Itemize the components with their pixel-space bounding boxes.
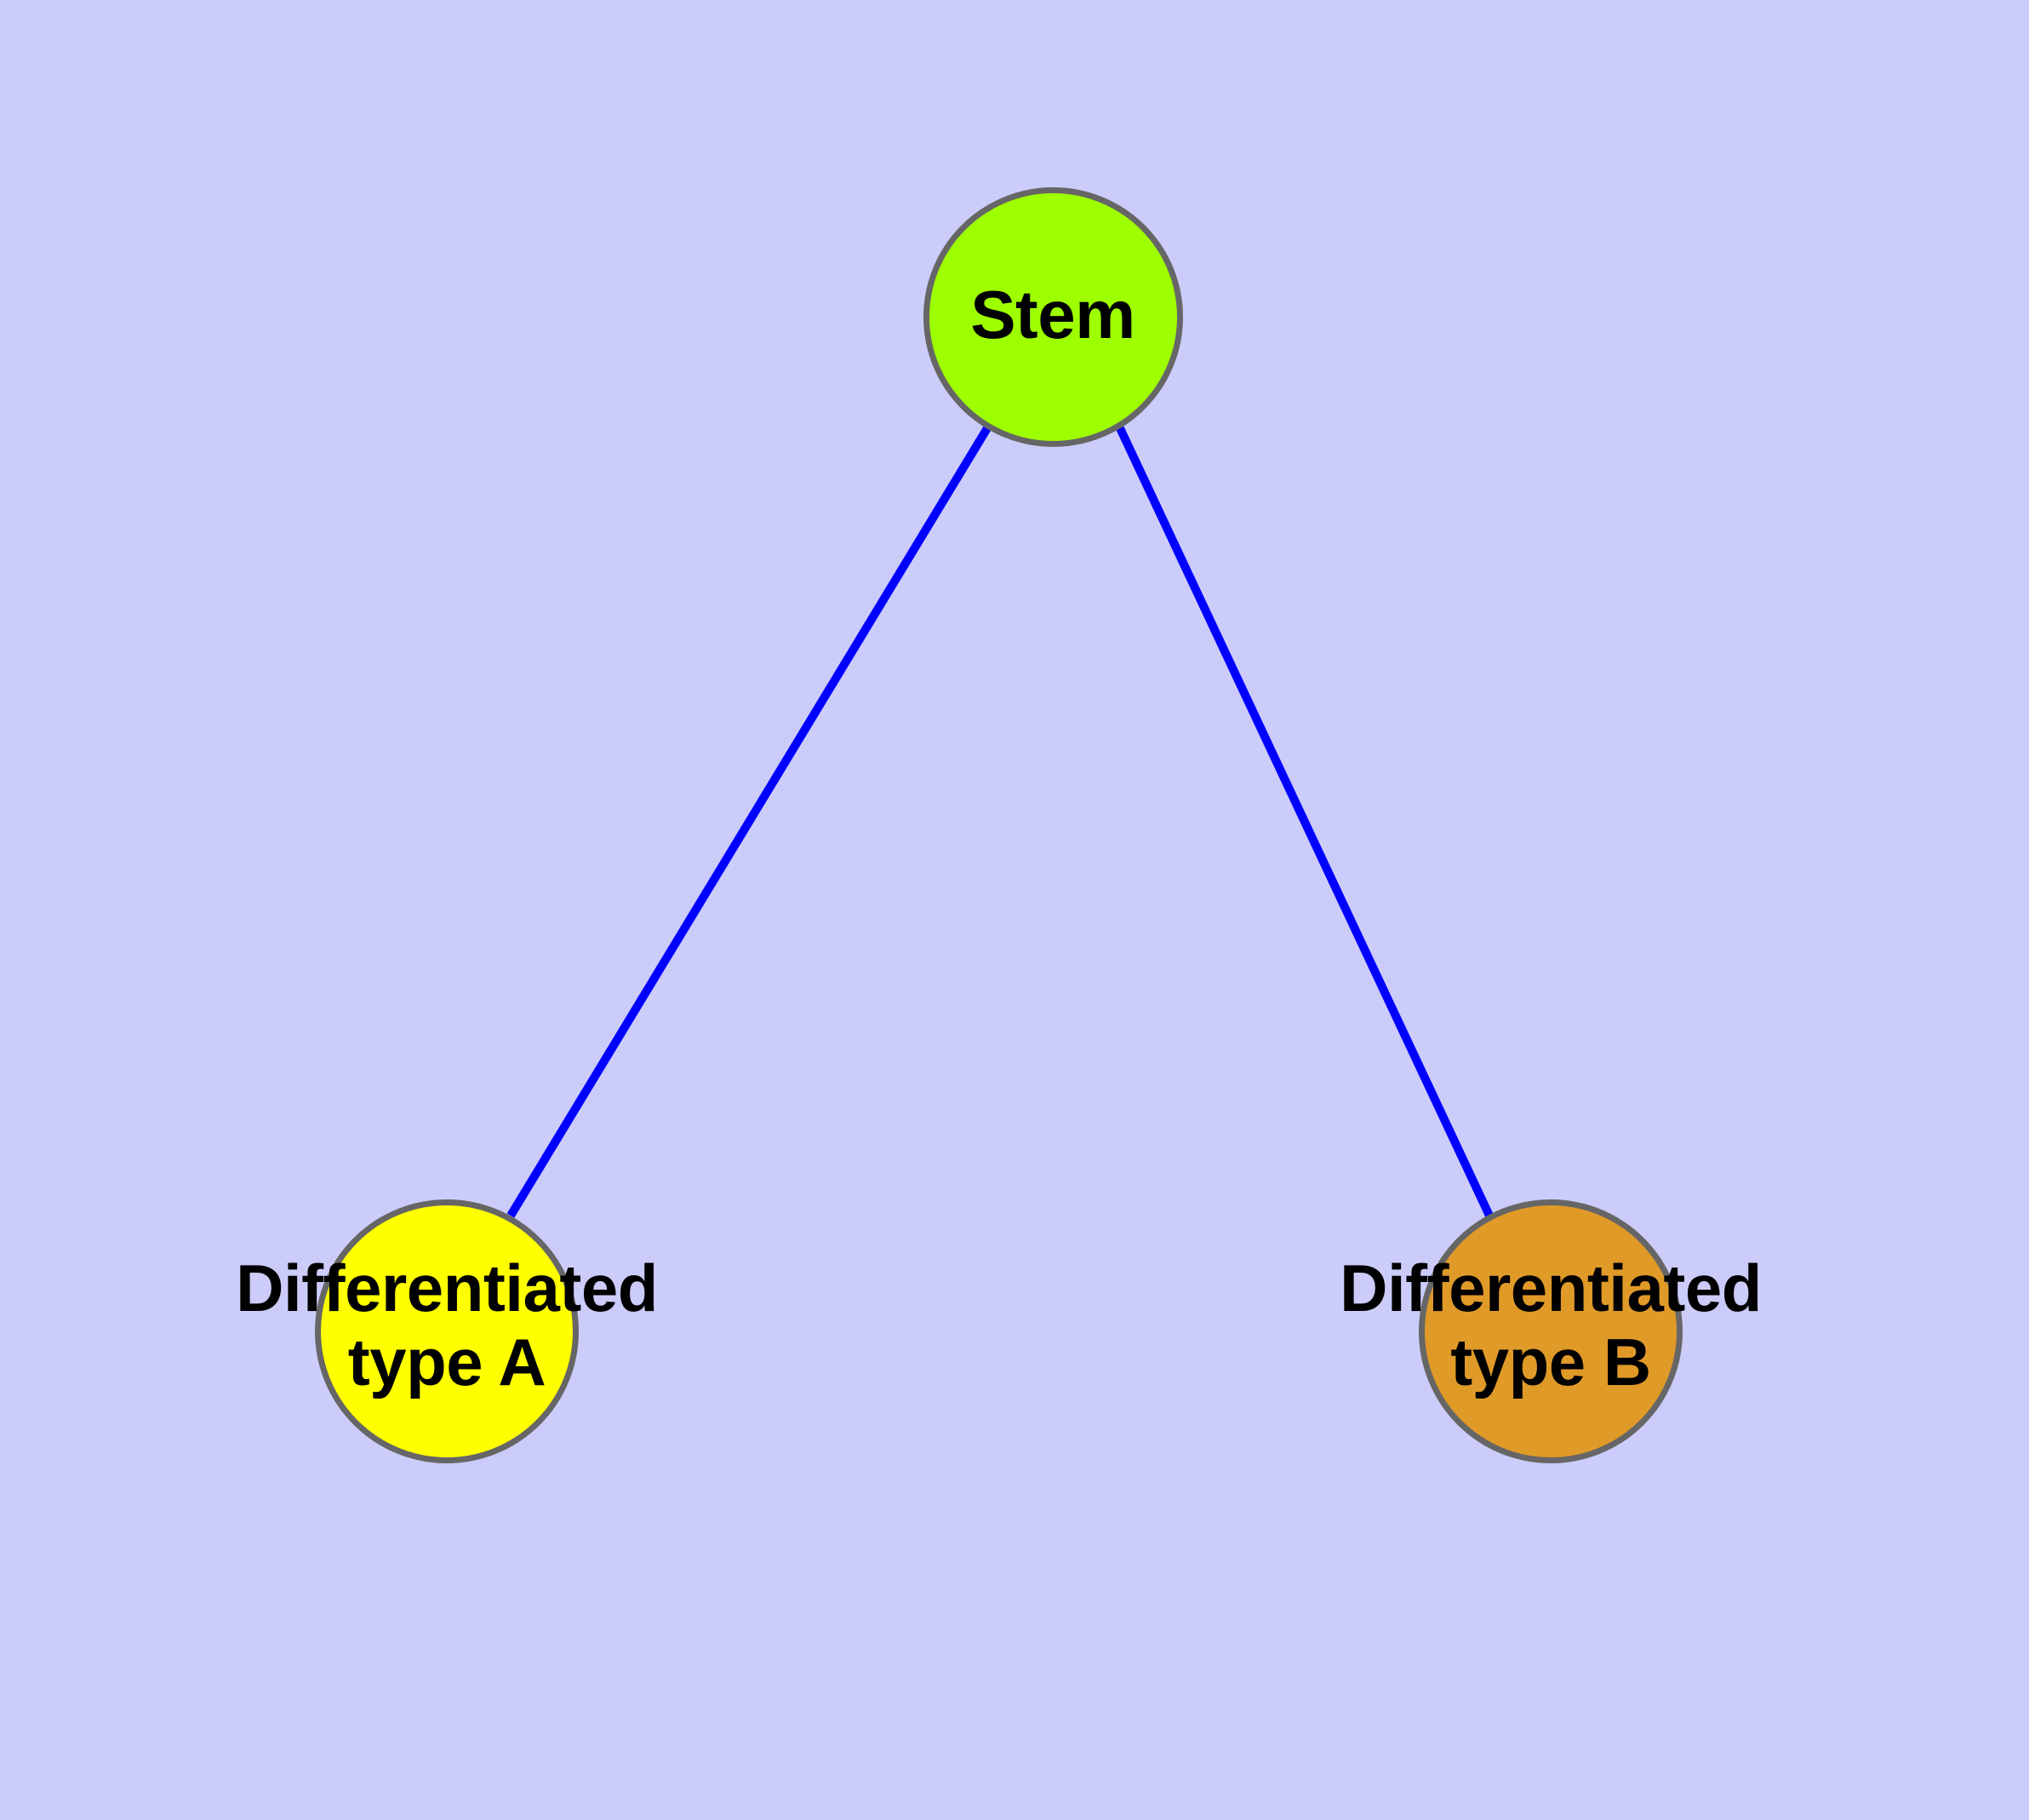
edge-stem-to-differentiated-type-a[interactable]	[506, 426, 992, 1218]
node-differentiated-type-b[interactable]	[1419, 1199, 1683, 1463]
node-differentiated-type-a[interactable]	[315, 1199, 579, 1463]
edge-stem-to-differentiated-type-b[interactable]	[1116, 426, 1494, 1218]
node-stem[interactable]	[923, 187, 1183, 447]
